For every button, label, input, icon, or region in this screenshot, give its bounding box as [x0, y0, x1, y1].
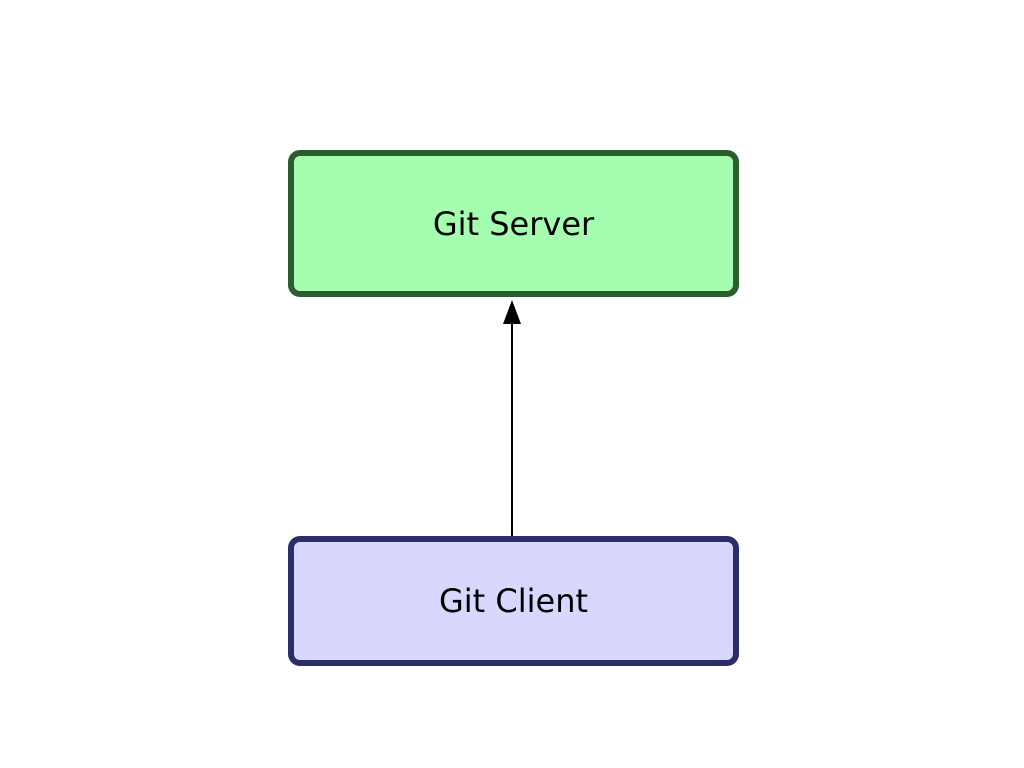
- git-server-node: Git Server: [288, 150, 739, 297]
- git-client-label: Git Client: [438, 582, 589, 620]
- git-client-node: Git Client: [288, 536, 739, 666]
- git-server-label: Git Server: [432, 204, 595, 243]
- client-to-server-arrowhead: [503, 300, 521, 324]
